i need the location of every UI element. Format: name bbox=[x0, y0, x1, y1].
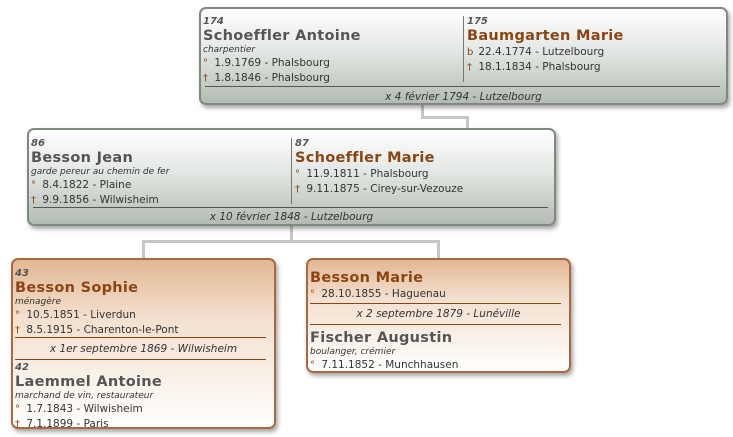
death-event: † 9.9.1856 - Wilwisheim bbox=[31, 193, 169, 208]
death-event: † 7.1.1899 - Paris bbox=[15, 417, 162, 432]
divider bbox=[291, 138, 292, 204]
death-symbol: † bbox=[15, 419, 20, 430]
person-cell-spouse[interactable]: Fischer Augustin boulanger, crémier ° 7.… bbox=[310, 329, 458, 373]
birth-symbol: ° bbox=[295, 169, 300, 180]
person-name[interactable]: Laemmel Antoine bbox=[15, 374, 162, 390]
person-cell-spouse[interactable]: 42 Laemmel Antoine marchand de vin, rest… bbox=[15, 362, 162, 432]
divider bbox=[33, 207, 548, 208]
death-text: 9.11.1875 - Cirey-sur-Vezouze bbox=[306, 183, 464, 195]
connector-children-h bbox=[142, 240, 440, 243]
marriage-text: x 1er septembre 1869 - Wilwisheim bbox=[49, 343, 238, 355]
connector-child2 bbox=[437, 240, 440, 259]
person-name[interactable]: Schoeffler Marie bbox=[295, 150, 435, 166]
death-symbol: † bbox=[467, 62, 472, 73]
occupation: boulanger, crémier bbox=[310, 347, 396, 357]
birth-text: 10.5.1851 - Liverdun bbox=[26, 309, 136, 321]
divider bbox=[310, 324, 561, 325]
connector-gen1-to-gen2 bbox=[421, 104, 424, 118]
birth-event: ° 28.10.1855 - Haguenau bbox=[310, 287, 446, 302]
birth-symbol: ° bbox=[31, 180, 36, 191]
birth-text: 11.9.1811 - Phalsbourg bbox=[306, 168, 429, 180]
sosa-number: 174 bbox=[203, 16, 224, 27]
death-text: 8.5.1915 - Charenton-le-Pont bbox=[26, 324, 179, 336]
connector-gen1-to-gen2-v2 bbox=[466, 116, 469, 128]
person-name[interactable]: Fischer Augustin bbox=[310, 330, 453, 346]
death-symbol: † bbox=[15, 325, 20, 336]
person-name[interactable]: Schoeffler Antoine bbox=[203, 28, 361, 44]
death-text: 9.9.1856 - Wilwisheim bbox=[42, 194, 159, 206]
divider bbox=[15, 337, 266, 338]
couple-box-gen1[interactable]: 174 Schoeffler Antoine charpentier ° 1.9… bbox=[199, 7, 728, 105]
person-cell-wife-gen2[interactable]: 87 Schoeffler Marie ° 11.9.1811 - Phalsb… bbox=[295, 138, 463, 197]
death-event: † 9.11.1875 - Cirey-sur-Vezouze bbox=[295, 182, 463, 197]
death-text: 1.8.1846 - Phalsbourg bbox=[214, 72, 330, 84]
occupation: charpentier bbox=[203, 45, 256, 55]
occupation: ménagère bbox=[15, 297, 62, 307]
sosa-number: 86 bbox=[31, 138, 45, 149]
birth-event: ° 11.9.1811 - Phalsbourg bbox=[295, 167, 463, 182]
sosa-number: 42 bbox=[15, 362, 29, 373]
birth-event: ° 1.7.1843 - Wilwisheim bbox=[15, 402, 162, 417]
birth-symbol: b bbox=[467, 47, 474, 58]
sosa-number: 43 bbox=[15, 268, 29, 279]
person-name[interactable]: Baumgarten Marie bbox=[467, 28, 624, 44]
child-box-besson-sophie[interactable]: 43 Besson Sophie ménagère ° 10.5.1851 - … bbox=[11, 258, 276, 432]
birth-symbol: ° bbox=[15, 310, 20, 321]
divider bbox=[463, 16, 464, 82]
person-cell-child[interactable]: Besson Marie ° 28.10.1855 - Haguenau bbox=[310, 269, 446, 302]
birth-event: ° 8.4.1822 - Plaine bbox=[31, 178, 169, 193]
birth-symbol: ° bbox=[310, 360, 315, 371]
connector-gen1-to-gen2-h bbox=[421, 116, 469, 119]
connector-child1 bbox=[142, 240, 145, 259]
death-event: † 8.5.1915 - Charenton-le-Pont bbox=[15, 323, 179, 338]
sosa-number: 175 bbox=[467, 16, 488, 27]
birth-symbol: ° bbox=[15, 404, 20, 415]
person-cell-child[interactable]: 43 Besson Sophie ménagère ° 10.5.1851 - … bbox=[15, 268, 179, 338]
death-text: 7.1.1899 - Paris bbox=[26, 418, 109, 430]
marriage-text: x 10 février 1848 - Lutzelbourg bbox=[209, 211, 374, 223]
person-name[interactable]: Besson Jean bbox=[31, 150, 134, 166]
divider bbox=[310, 303, 561, 304]
person-cell-husband-gen2[interactable]: 86 Besson Jean garde pereur au chemin de… bbox=[31, 138, 169, 208]
death-symbol: † bbox=[295, 184, 300, 195]
birth-text: 1.9.1769 - Phalsbourg bbox=[214, 57, 330, 69]
child-box-besson-marie[interactable]: Besson Marie ° 28.10.1855 - Haguenau x 2… bbox=[306, 258, 571, 373]
person-name[interactable]: Besson Marie bbox=[310, 270, 424, 286]
divider bbox=[15, 359, 266, 360]
birth-symbol: ° bbox=[310, 289, 315, 300]
birth-event: b 22.4.1774 - Lutzelbourg bbox=[467, 45, 624, 60]
birth-text: 22.4.1774 - Lutzelbourg bbox=[478, 46, 605, 58]
sosa-number: 87 bbox=[295, 138, 309, 149]
death-symbol: † bbox=[203, 73, 208, 84]
birth-text: 28.10.1855 - Haguenau bbox=[321, 288, 446, 300]
birth-text: 8.4.1822 - Plaine bbox=[42, 179, 132, 191]
birth-text: 7.11.1852 - Munchhausen bbox=[321, 359, 459, 371]
person-name[interactable]: Besson Sophie bbox=[15, 280, 139, 296]
death-event: † 1.8.1846 - Phalsbourg bbox=[203, 71, 361, 86]
death-event: † 18.1.1834 - Phalsbourg bbox=[467, 60, 624, 75]
occupation: marchand de vin, restaurateur bbox=[15, 391, 154, 401]
occupation: garde pereur au chemin de fer bbox=[31, 167, 170, 177]
birth-event: ° 10.5.1851 - Liverdun bbox=[15, 308, 179, 323]
birth-event: ° 7.11.1852 - Munchhausen bbox=[310, 358, 458, 373]
birth-symbol: ° bbox=[203, 58, 208, 69]
couple-box-gen2[interactable]: 86 Besson Jean garde pereur au chemin de… bbox=[27, 128, 556, 226]
marriage-text: x 2 septembre 1879 - Lunéville bbox=[356, 308, 521, 320]
death-symbol: † bbox=[31, 195, 36, 206]
connector-gen2-down bbox=[290, 226, 293, 242]
death-text: 18.1.1834 - Phalsbourg bbox=[478, 61, 601, 73]
birth-text: 1.7.1843 - Wilwisheim bbox=[26, 403, 143, 415]
marriage-text: x 4 février 1794 - Lutzelbourg bbox=[385, 91, 542, 103]
birth-event: ° 1.9.1769 - Phalsbourg bbox=[203, 56, 361, 71]
divider bbox=[205, 86, 720, 87]
person-cell-husband-gen1[interactable]: 174 Schoeffler Antoine charpentier ° 1.9… bbox=[203, 16, 361, 86]
person-cell-wife-gen1[interactable]: 175 Baumgarten Marie b 22.4.1774 - Lutze… bbox=[467, 16, 624, 75]
